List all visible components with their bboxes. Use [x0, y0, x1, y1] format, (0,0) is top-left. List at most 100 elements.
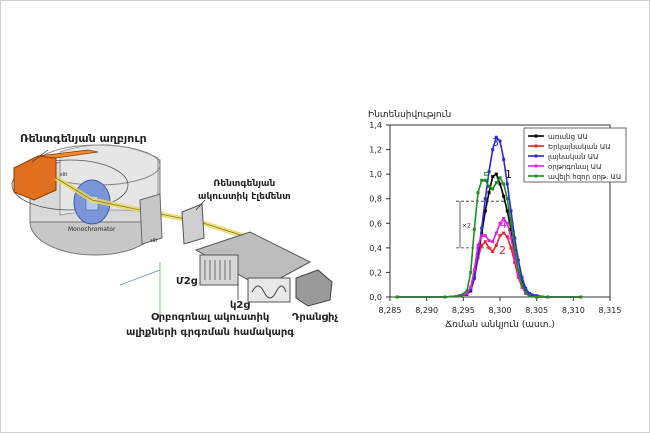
slit-block — [139, 193, 163, 245]
series-point-1 — [505, 209, 509, 213]
legend-entry-label: առանց ԱԱ — [548, 133, 588, 141]
series-point-5 — [480, 178, 484, 182]
series-point-4 — [469, 285, 473, 289]
legend-swatch-marker — [534, 134, 538, 138]
series-point-4 — [494, 231, 498, 235]
k2g-label: կ2g — [230, 300, 251, 311]
orbit-ellipse — [11, 159, 129, 211]
series-point-2 — [498, 234, 502, 238]
series-point-2 — [505, 235, 509, 239]
series-point-2 — [480, 243, 484, 247]
series-point-4 — [520, 285, 524, 289]
legend-entry-label: ավելի հզոր օրթ. ԱԱ — [548, 173, 621, 181]
series-point-4 — [472, 268, 476, 272]
series-point-5 — [509, 221, 513, 225]
series-point-2 — [491, 250, 495, 253]
series-point-3 — [476, 253, 480, 257]
series-point-5 — [465, 289, 469, 293]
legend-swatch-marker — [534, 144, 538, 148]
x-tick-label: 8,290 — [415, 306, 438, 315]
series-line-2 — [397, 232, 581, 298]
x-tick-label: 8,285 — [379, 306, 402, 315]
slit-top-label: slit — [60, 172, 68, 178]
xray-source-top — [37, 149, 99, 159]
legend-entry-label: լայնական ԱԱ — [548, 153, 599, 161]
series-point-3 — [480, 226, 484, 230]
series-point-2 — [487, 246, 491, 250]
series-point-5 — [491, 187, 495, 191]
series-point-4 — [498, 221, 502, 225]
series-point-4 — [502, 216, 506, 220]
series-point-5 — [505, 197, 509, 201]
series-point-3 — [498, 139, 502, 143]
x-tick-label: 8,295 — [452, 306, 475, 315]
series-point-3 — [491, 148, 495, 152]
x-tick-label: 8,315 — [599, 306, 622, 315]
x-axis-label: Ճռման անկյուն (աստ.) — [445, 320, 555, 330]
pointer-line-element — [195, 199, 206, 211]
series-point-3 — [472, 275, 476, 279]
series-point-2 — [513, 261, 517, 265]
series-point-3 — [494, 135, 498, 139]
series-point-3 — [524, 286, 528, 290]
pointer-line-source — [31, 149, 49, 163]
system-caption: Օրբոգոնալ ակուստիկ ալիքների գրգռման համա… — [126, 312, 295, 338]
series-point-4 — [480, 234, 484, 238]
series-point-5 — [513, 246, 517, 250]
series-number-label-3: 3 — [492, 136, 499, 149]
xray-source-label: Ռենտգենյան աղբյուր — [20, 132, 147, 145]
legend-swatch-marker — [534, 154, 538, 158]
series-point-5 — [498, 176, 502, 180]
series-point-2 — [483, 240, 487, 244]
slit-mid-label: slit — [150, 238, 158, 244]
series-number-label-4: 4 — [500, 218, 507, 231]
acoustic-element — [181, 203, 205, 245]
series-point-2 — [509, 246, 513, 250]
series-point-4 — [465, 291, 469, 295]
series-point-5 — [520, 283, 524, 287]
generator-grill — [204, 260, 231, 280]
legend-box — [523, 127, 627, 183]
x-tick-label: 8,305 — [525, 306, 548, 315]
series-point-3 — [469, 288, 473, 292]
series-point-5 — [502, 182, 506, 186]
series-point-5 — [494, 181, 498, 185]
monochromator-label: Monochromator — [68, 226, 116, 233]
series-point-3 — [516, 258, 520, 262]
series-point-5 — [458, 294, 462, 298]
y-tick-label: 0,0 — [369, 293, 382, 302]
series-point-1 — [498, 182, 502, 186]
series-point-1 — [502, 194, 506, 198]
series-point-3 — [527, 291, 531, 295]
series-point-5 — [579, 295, 583, 299]
series-point-5 — [469, 270, 473, 274]
y-tick-label: 1,2 — [369, 146, 382, 155]
series-point-5 — [476, 191, 480, 195]
series-point-4 — [516, 273, 520, 277]
legend-swatch-marker — [534, 174, 538, 178]
y-tick-label: 0,4 — [369, 244, 382, 253]
legend-entry-label: օրթոգոնալ ԱԱ — [548, 163, 601, 171]
series-point-4 — [483, 234, 487, 238]
series-point-2 — [502, 231, 506, 235]
series-point-3 — [505, 182, 509, 186]
y-tick-label: 0,8 — [369, 195, 382, 204]
series-point-1 — [494, 172, 498, 176]
y-tick-label: 1,0 — [369, 170, 382, 179]
detector-arm — [194, 231, 312, 289]
series-point-3 — [483, 197, 487, 201]
x-tick-label: 8,300 — [489, 306, 512, 315]
series-point-1 — [483, 209, 487, 213]
y-axis-label: Ինտենսիվություն — [368, 110, 451, 120]
axis-guide-h — [119, 269, 161, 286]
y-tick-label: 0,2 — [369, 268, 382, 277]
legend-entry-label: Երկայնական ԱԱ — [548, 143, 611, 151]
series-point-3 — [509, 209, 513, 213]
chart-legend: առանց ԱԱ Երկայնական ԱԱ լայնական ԱԱ օրթոգոնա… — [523, 127, 627, 183]
series-point-5 — [524, 290, 528, 294]
generator-box — [199, 254, 239, 286]
series-point-4 — [491, 240, 495, 244]
series-point-4 — [476, 243, 480, 247]
